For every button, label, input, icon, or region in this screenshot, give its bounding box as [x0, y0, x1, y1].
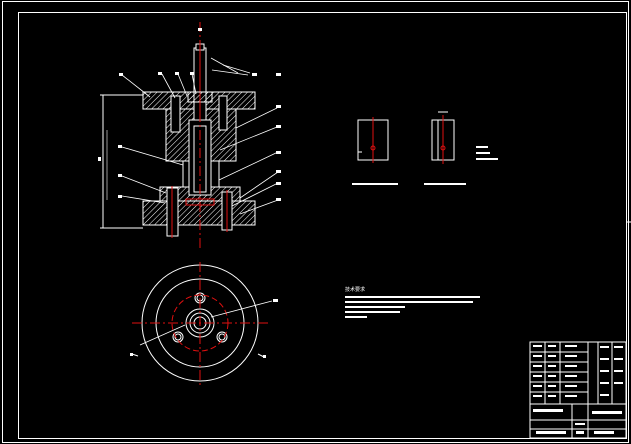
- title-block: [529, 341, 627, 439]
- technical-notes: 技术要求: [345, 286, 480, 318]
- section-view: [98, 22, 281, 250]
- title-block-text: [533, 345, 623, 434]
- notes-title: 技术要求: [345, 286, 365, 293]
- detail-part-2: [431, 111, 455, 164]
- plan-view: [131, 262, 273, 385]
- hole-left: [172, 331, 184, 343]
- detail-part-1: [357, 117, 389, 163]
- pin-right-upper: [218, 95, 228, 131]
- inner-frame: [18, 12, 627, 439]
- hole-right: [216, 331, 228, 343]
- pin-left-upper: [170, 95, 181, 133]
